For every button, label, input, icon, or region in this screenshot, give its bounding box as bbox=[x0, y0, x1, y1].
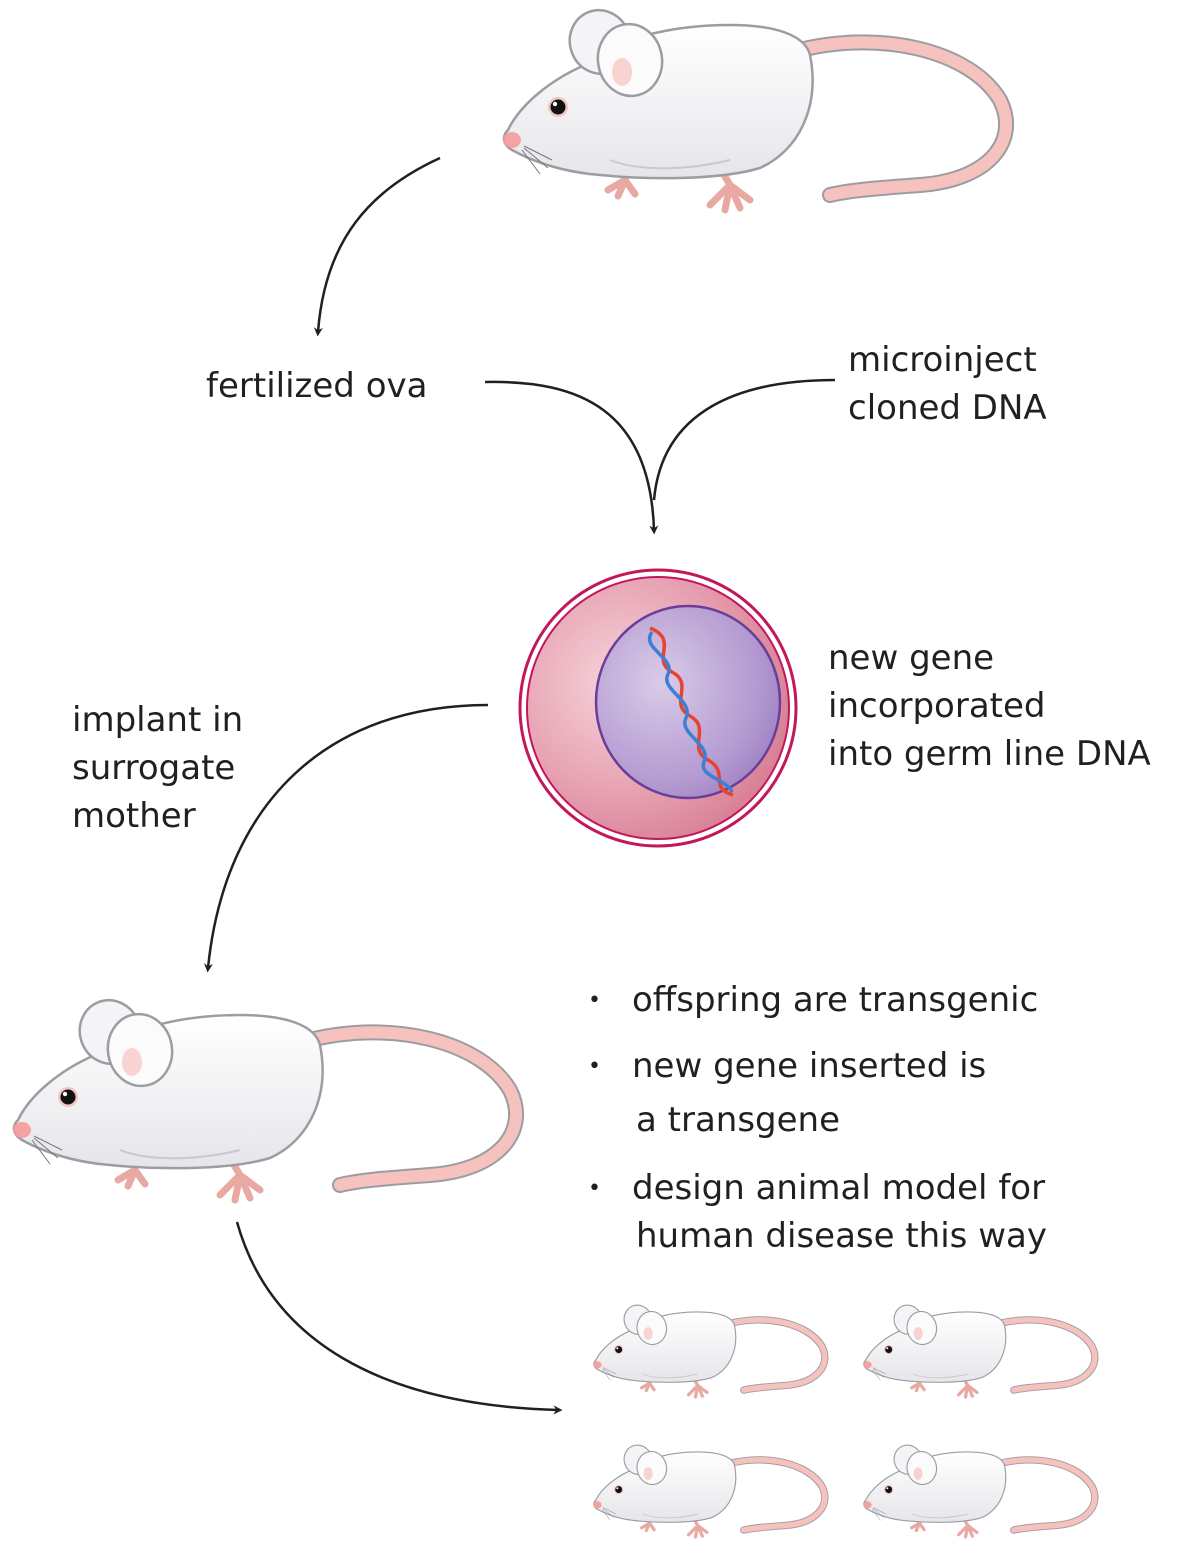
arrow-from-fertilized-ova bbox=[484, 380, 659, 535]
label-new-gene-line1: new gene bbox=[828, 638, 995, 678]
fertilized-cell bbox=[518, 568, 798, 848]
donor-mouse-illustration bbox=[503, 2, 1006, 210]
arrow-to-offspring bbox=[235, 1221, 563, 1415]
bullet-3-line2: human disease this way bbox=[636, 1216, 1047, 1256]
nucleus bbox=[594, 604, 782, 800]
surrogate-mother-mouse-illustration bbox=[13, 992, 516, 1200]
label-implant-line3: mother bbox=[72, 796, 196, 836]
bullet-marker-3: • bbox=[588, 1176, 601, 1201]
bullet-2-line1: new gene inserted is bbox=[632, 1046, 987, 1086]
offspring-mouse-4 bbox=[863, 1441, 1094, 1537]
offspring-mouse-3 bbox=[593, 1441, 824, 1537]
bullet-2-line2: a transgene bbox=[636, 1100, 841, 1140]
arrow-from-microinject bbox=[652, 378, 836, 501]
bullet-marker-1: • bbox=[588, 988, 601, 1013]
offspring-mouse-1 bbox=[593, 1301, 824, 1397]
label-microinject-line2: cloned DNA bbox=[848, 388, 1047, 428]
label-implant-line2: surrogate bbox=[72, 748, 236, 788]
bullet-1-line1: offspring are transgenic bbox=[632, 980, 1039, 1020]
label-new-gene-line2: incorporated bbox=[828, 686, 1046, 726]
label-microinject-line1: microinject bbox=[848, 340, 1037, 380]
dna-helix-icon bbox=[647, 626, 734, 797]
arrow-to-fertilized-ova bbox=[313, 156, 441, 337]
label-implant-line1: implant in bbox=[72, 700, 244, 740]
label-new-gene-line3: into germ line DNA bbox=[828, 734, 1151, 774]
offspring-mouse-2 bbox=[863, 1301, 1094, 1397]
bullet-marker-2: • bbox=[588, 1054, 601, 1079]
label-fertilized-ova: fertilized ova bbox=[206, 366, 428, 406]
bullet-3-line1: design animal model for bbox=[632, 1168, 1046, 1208]
arrow-to-surrogate-mother bbox=[203, 703, 489, 973]
